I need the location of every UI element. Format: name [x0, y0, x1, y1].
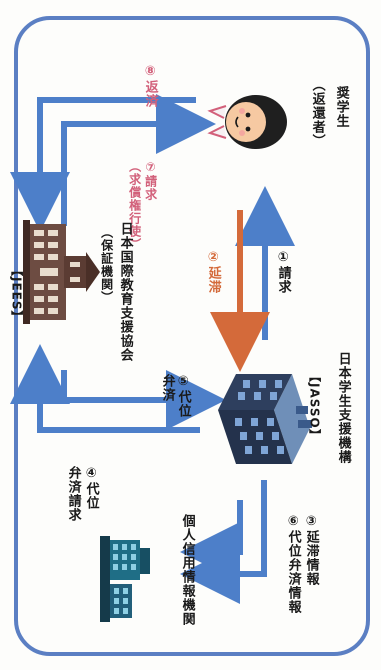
outer-frame: [14, 16, 370, 656]
arrow-step4-subrogation-request: [9, 344, 200, 433]
student-icon: [207, 95, 287, 149]
arrow-step5-subrogation-payment: [61, 370, 226, 430]
jasso-name-label: 日本学生支援機構: [335, 352, 351, 464]
jiees-name-label: 日本国際教育支援協会: [117, 222, 133, 362]
step8-label: ⑧返済: [142, 64, 158, 108]
office-building-icon: [218, 374, 312, 464]
scholar-role-label: （返還者）: [309, 78, 325, 148]
step5-label: ⑤代位: [175, 374, 191, 418]
step6-label: ⑥代位弁済情報: [285, 514, 301, 614]
scholar-label: 奨学生: [333, 86, 349, 128]
step4-sub-label: 弁済請求: [65, 466, 81, 522]
step7-label: ⑦請求: [143, 160, 158, 201]
credit-bureau-label: 個人信用情報機関: [179, 514, 195, 626]
step5-sub-label: 弁済: [159, 374, 175, 402]
step3-label: ③延滞情報: [303, 514, 319, 586]
data-center-icon: [100, 536, 150, 622]
jasso-abbr-label: 【JASSO】: [307, 370, 322, 442]
jiees-abbr-label: 【JEES】: [9, 264, 24, 324]
step4-label: ④代位: [83, 466, 99, 510]
step1-label: ①請求: [275, 250, 291, 294]
arrow-step8-repayment: [10, 97, 196, 232]
step7-sub-label: （求償権行使）: [127, 160, 142, 251]
step2-label: ②延滞: [205, 250, 221, 294]
building-icon: [23, 220, 100, 324]
arrow-step6-info: [180, 500, 243, 582]
jiees-role-label: （保証機関）: [99, 226, 114, 304]
arrow-step7-claim: [61, 94, 216, 226]
